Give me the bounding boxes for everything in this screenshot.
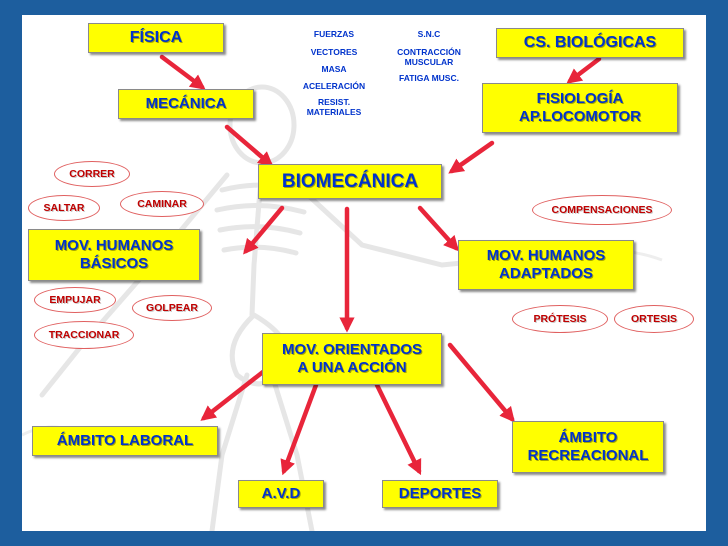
arrow-biomecanica-basicos: [243, 205, 285, 255]
node-fisiologia: FISIOLOGÍA AP.LOCOMOTOR: [482, 83, 678, 133]
physics-term: RESIST. MATERIALES: [306, 97, 362, 118]
arrow-csbiologicas-fisiologia: [566, 56, 602, 84]
node-cs-biologicas: CS. BIOLÓGICAS: [496, 28, 684, 58]
arrow-fisica-mecanica: [159, 54, 206, 90]
node-mecanica: MECÁNICA: [118, 89, 254, 119]
node-mov-adaptados: MOV. HUMANOS ADAPTADOS: [458, 240, 634, 290]
oval-correr: CORRER: [54, 161, 130, 187]
oval-saltar: SALTAR: [28, 195, 100, 221]
physics-term: MASA: [321, 64, 347, 74]
oval-caminar: CAMINAR: [120, 191, 204, 217]
arrows-layer: [159, 54, 602, 476]
oval-golpear: GOLPEAR: [132, 295, 212, 321]
arrow-mecanica-biomecanica: [224, 124, 274, 167]
oval-empujar: EMPUJAR: [34, 287, 116, 313]
oval-ortesis: ORTESIS: [614, 305, 694, 333]
oval-protesis: PRÓTESIS: [512, 305, 608, 333]
arrow-orientados-recreacional: [447, 342, 515, 423]
physics-term: VECTORES: [310, 47, 358, 57]
oval-compensaciones: COMPENSACIONES: [532, 195, 672, 225]
biology-term: FATIGA MUSC.: [399, 73, 459, 83]
physics-term: ACELERACIÓN: [302, 81, 366, 91]
arrow-orientados-deportes: [374, 382, 422, 476]
slide: FÍSICA CS. BIOLÓGICAS MECÁNICA FISIOLOGÍ…: [22, 15, 706, 531]
node-deportes: DEPORTES: [382, 480, 498, 508]
arrow-orientados-laboral: [200, 365, 271, 421]
node-fisica: FÍSICA: [88, 23, 224, 53]
node-avd: A.V.D: [238, 480, 324, 508]
node-mov-basicos: MOV. HUMANOS BÁSICOS: [28, 229, 200, 281]
node-mov-orientados: MOV. ORIENTADOS A UNA ACCIÓN: [262, 333, 442, 385]
arrow-fisiologia-biomecanica: [448, 140, 495, 174]
arrow-orientados-avd: [280, 382, 319, 476]
node-biomecanica: BIOMECÁNICA: [258, 164, 442, 199]
biology-term: S.N.C: [417, 29, 441, 39]
biology-term: CONTRACCIÓN MUSCULAR: [397, 47, 461, 68]
node-ambito-recreacional: ÁMBITO RECREACIONAL: [512, 421, 664, 473]
physics-term: FUERZAS: [313, 29, 355, 39]
oval-traccionar: TRACCIONAR: [34, 321, 134, 349]
node-ambito-laboral: ÁMBITO LABORAL: [32, 426, 218, 456]
arrow-biomecanica-adaptados: [417, 205, 460, 252]
